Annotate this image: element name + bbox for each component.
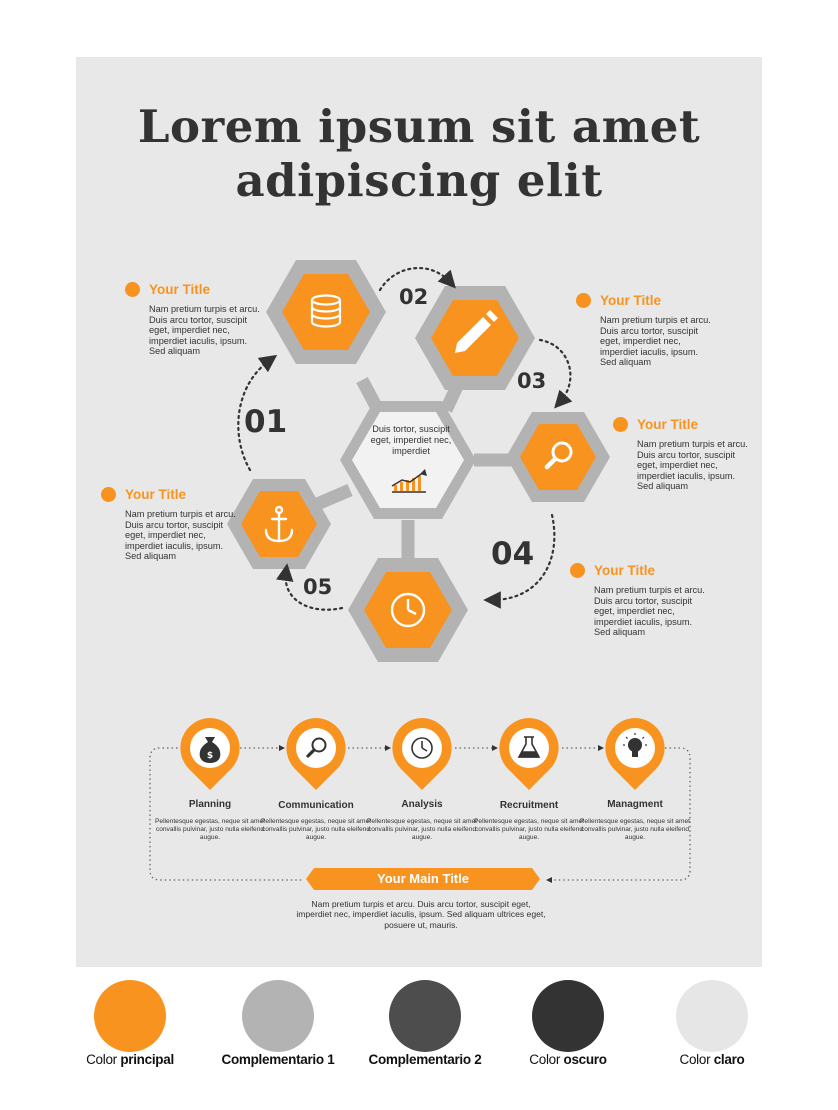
swatch-oscuro bbox=[532, 980, 604, 1052]
arrow-01 bbox=[237, 354, 278, 472]
block-title: Your Title bbox=[600, 293, 662, 308]
process-desc-recruitment: Pellentesque egestas, neque sit amet con… bbox=[474, 818, 584, 841]
swatch-label-complementario-2: Complementario 2 bbox=[368, 1052, 482, 1067]
main-title-ribbon bbox=[306, 868, 540, 890]
title-line-1: Lorem ipsum sit amet bbox=[137, 100, 701, 153]
title-line-2: adipiscing elit bbox=[235, 154, 603, 207]
step-number-05: 05 bbox=[303, 575, 332, 599]
process-name-managment: Managment bbox=[607, 799, 663, 810]
process-name-planning: Planning bbox=[188, 799, 232, 810]
swatch-principal bbox=[94, 980, 166, 1052]
svg-text:$: $ bbox=[207, 751, 213, 761]
process-desc-managment: Pellentesque egestas, neque sit amet con… bbox=[580, 818, 690, 841]
block-title: Your Title bbox=[594, 563, 656, 578]
step-number-02: 02 bbox=[399, 285, 428, 309]
process-name-communication: Communication bbox=[278, 800, 354, 811]
block-text: Nam pretium turpis et arcu. Duis arcu to… bbox=[125, 509, 236, 562]
lightbulb-icon bbox=[623, 733, 647, 757]
process-name-recruitment: Recruitment bbox=[499, 800, 559, 811]
page-title: Lorem ipsum sit amet adipiscing elit bbox=[0, 100, 838, 208]
step-number-03: 03 bbox=[517, 369, 546, 393]
money-bag-icon: $ bbox=[199, 737, 221, 763]
arrow-03 bbox=[538, 338, 573, 409]
main-ribbon-title: Your Main Title bbox=[377, 871, 469, 886]
arrow-04 bbox=[483, 513, 556, 609]
clock-icon bbox=[411, 737, 433, 759]
process-desc-analysis: Pellentesque egestas, neque sit amet con… bbox=[367, 818, 477, 841]
bullet-dot bbox=[576, 293, 591, 308]
magnifier-icon bbox=[544, 441, 573, 470]
step-hexagon-03 bbox=[506, 412, 610, 502]
swatch-complementario-1 bbox=[242, 980, 314, 1052]
text-block-2: Your Title Nam pretium turpis et arcu. D… bbox=[576, 293, 716, 368]
block-text: Nam pretium turpis et arcu. Duis arcu to… bbox=[637, 439, 748, 492]
connector-line bbox=[312, 484, 353, 511]
swatch-claro bbox=[676, 980, 748, 1052]
process-pin-analysis bbox=[392, 718, 452, 790]
growth-chart-icon bbox=[391, 469, 427, 493]
anchor-icon bbox=[264, 505, 294, 543]
center-text: Duis tortor, suscipit eget, imperdiet ne… bbox=[370, 424, 452, 456]
block-text: Nam pretium turpis et arcu. Duis arcu to… bbox=[600, 315, 711, 368]
pencil-icon bbox=[455, 310, 498, 353]
swatch-label-claro: Color claro bbox=[679, 1052, 745, 1067]
process-frame bbox=[149, 747, 691, 881]
arrow-05 bbox=[276, 563, 344, 611]
bullet-dot bbox=[613, 417, 628, 432]
process-arrowheads bbox=[279, 745, 604, 883]
process-desc-planning: Pellentesque egestas, neque sit amet con… bbox=[155, 818, 265, 841]
text-block-4: Your Title Nam pretium turpis et arcu. D… bbox=[570, 563, 710, 638]
step-number-04: 04 bbox=[491, 536, 534, 572]
coins-icon bbox=[310, 294, 342, 328]
swatch-label-principal: Color principal bbox=[86, 1052, 174, 1067]
clock-icon bbox=[390, 592, 426, 628]
swatch-label-complementario-1: Complementario 1 bbox=[221, 1052, 335, 1067]
process-name-analysis: Analysis bbox=[401, 799, 443, 810]
bullet-dot bbox=[101, 487, 116, 502]
center-hexagon-inner bbox=[352, 412, 464, 508]
flask-icon bbox=[517, 736, 541, 758]
main-ribbon-text: Nam pretium turpis et arcu. Duis arcu to… bbox=[296, 899, 546, 930]
block-text: Nam pretium turpis et arcu. Duis arcu to… bbox=[594, 585, 705, 638]
process-pin-communication bbox=[286, 718, 346, 790]
bullet-dot bbox=[570, 563, 585, 578]
swatch-complementario-2 bbox=[389, 980, 461, 1052]
arrow-02 bbox=[378, 267, 456, 292]
block-title: Your Title bbox=[149, 282, 211, 297]
block-title: Your Title bbox=[125, 487, 187, 502]
swatch-label-oscuro: Color oscuro bbox=[529, 1052, 607, 1067]
step-arrows bbox=[237, 267, 573, 611]
process-desc-communication: Pellentesque egestas, neque sit amet con… bbox=[261, 818, 371, 841]
magnifier-icon bbox=[306, 737, 327, 758]
block-text: Nam pretium turpis et arcu. Duis arcu to… bbox=[149, 304, 260, 357]
text-block-5: Your Title Nam pretium turpis et arcu. D… bbox=[101, 487, 241, 562]
block-title: Your Title bbox=[637, 417, 699, 432]
bullet-dot bbox=[125, 282, 140, 297]
step-number-01: 01 bbox=[244, 404, 287, 440]
text-block-3: Your Title Nam pretium turpis et arcu. D… bbox=[613, 417, 753, 492]
text-block-1: Your Title Nam pretium turpis et arcu. D… bbox=[125, 282, 265, 357]
